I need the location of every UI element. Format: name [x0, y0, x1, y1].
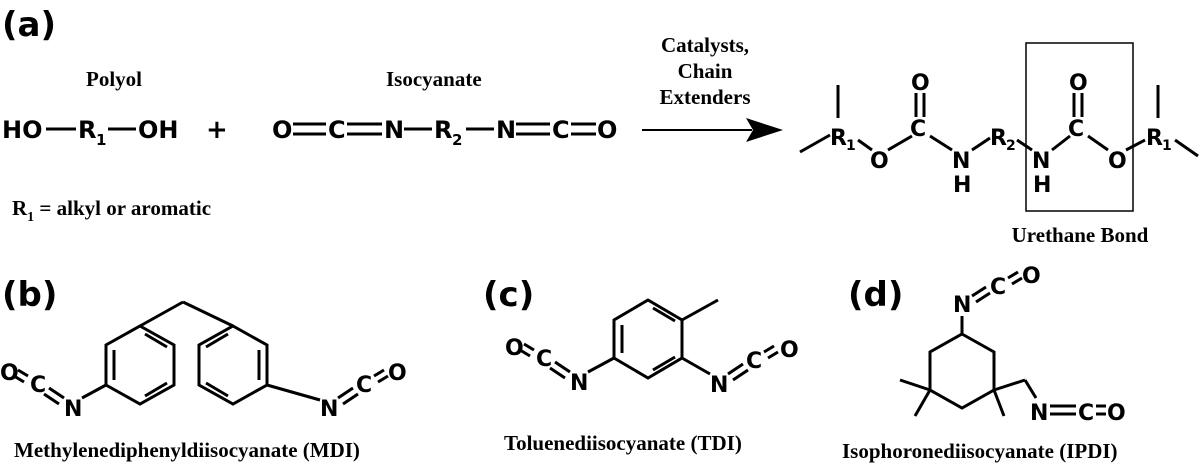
iso-c-left: C: [328, 116, 346, 144]
iso-c-right: C: [552, 116, 570, 144]
tdi-c-left: C: [536, 347, 552, 372]
mdi-n-right: N: [320, 397, 338, 422]
tdi-o-left: O: [505, 336, 524, 361]
prod-r2: R: [990, 126, 1007, 151]
prod-n-right: N: [1032, 149, 1050, 174]
panel-label-b: (b): [2, 275, 57, 315]
panel-label-c: (c): [483, 275, 534, 315]
prod-o-left: O: [870, 149, 889, 174]
mdi-o-left: O: [0, 361, 19, 386]
prod-r1-right-sub: 1: [1162, 138, 1172, 154]
r1-definition: R1 = alkyl or aromatic: [12, 196, 211, 225]
prod-r1-right: R: [1146, 126, 1163, 151]
ipdi-structure: N C O N C O: [899, 264, 1126, 426]
isocyanate-title: Isocyanate: [386, 67, 482, 91]
r1-def-text: = alkyl or aromatic: [34, 196, 211, 220]
arrow-condition-3: Extenders: [660, 85, 751, 109]
ipdi-n-side: N: [1030, 401, 1048, 426]
mdi-c-left: C: [30, 373, 46, 398]
mdi-structure: N C O N C O: [0, 300, 407, 422]
r1-def-r: R: [12, 196, 28, 220]
svg-text:R1 = alkyl or aromatic: R1 = alkyl or aromatic: [12, 196, 211, 225]
iso-r-sub: 2: [452, 131, 462, 149]
polyol-r-sub: 1: [96, 131, 106, 149]
reaction-arrow: Catalysts, Chain Extenders: [642, 33, 783, 142]
panel-label-d: (d): [848, 275, 903, 315]
prod-h-left: H: [953, 173, 971, 198]
iso-n-left: N: [384, 116, 404, 144]
prod-o-right: O: [1108, 149, 1127, 174]
mdi-o-right: O: [388, 361, 407, 386]
polyol: Polyol HO R 1 OH: [2, 67, 179, 149]
iso-n-right: N: [496, 116, 516, 144]
ipdi-o-side: O: [1107, 401, 1126, 426]
mdi-c-right: C: [356, 373, 372, 398]
iso-o-right: O: [597, 116, 617, 144]
polyol-r: R: [78, 116, 96, 144]
ipdi-c-top: C: [990, 275, 1006, 300]
prod-carbonyl-o-left: O: [911, 71, 930, 96]
polyol-title: Polyol: [86, 67, 142, 91]
mdi-n-left: N: [64, 397, 82, 422]
arrow-condition-2: Chain: [678, 59, 733, 83]
prod-carbonyl-o-right: O: [1069, 71, 1088, 96]
r1-def-sub: 1: [27, 210, 34, 225]
ipdi-label: Isophoronediisocyanate (IPDI): [842, 439, 1118, 463]
prod-r2-sub: 2: [1006, 138, 1016, 154]
prod-h-right: H: [1033, 173, 1051, 198]
tdi-n-right: N: [710, 373, 728, 398]
mdi-label: Methylenediphenyldiisocyanate (MDI): [14, 438, 360, 462]
polyol-oh: OH: [138, 116, 179, 144]
ipdi-n-top: N: [953, 293, 971, 318]
urethane-product: R 1 O C O N H R 2 N H C O O R 1 Urethane…: [799, 42, 1199, 247]
tdi-o-right: O: [780, 338, 799, 363]
polyol-ho: HO: [2, 116, 43, 144]
prod-r1-left: R: [830, 126, 847, 151]
arrow-condition-1: Catalysts,: [661, 33, 749, 57]
urethane-bond-label: Urethane Bond: [1012, 223, 1149, 247]
tdi-c-right: C: [746, 349, 762, 374]
plus-sign: +: [206, 115, 228, 145]
isocyanate: Isocyanate O C N R 2 N C O: [272, 67, 617, 149]
ipdi-c-side: C: [1078, 401, 1094, 426]
tdi-n-left: N: [570, 371, 588, 396]
prod-c-right: C: [1068, 117, 1084, 142]
iso-r: R: [434, 116, 452, 144]
tdi-structure: N C O N C O: [505, 298, 799, 398]
panel-label-a: (a): [2, 5, 56, 45]
iso-o-left: O: [272, 116, 292, 144]
prod-n-left: N: [952, 149, 970, 174]
urethane-bond-box: [1025, 42, 1134, 212]
prod-r1-left-sub: 1: [846, 138, 856, 154]
prod-c-left: C: [910, 117, 926, 142]
ipdi-o-top: O: [1022, 264, 1041, 289]
tdi-label: Toluenediisocyanate (TDI): [504, 431, 742, 455]
